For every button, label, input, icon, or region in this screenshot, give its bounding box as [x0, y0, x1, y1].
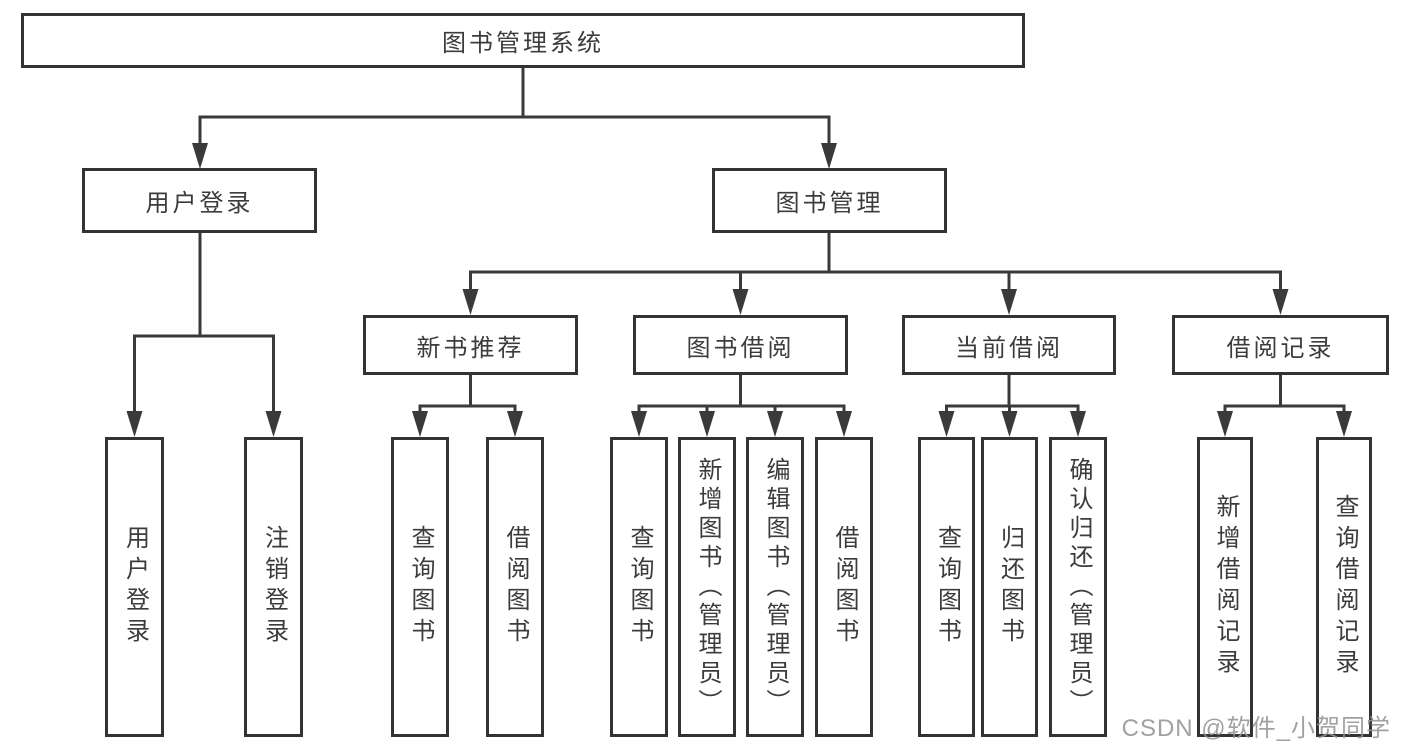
leaf-add-borrow-record: 新增借阅记录: [1197, 437, 1253, 737]
leaf-query-borrow-record-label: 查询借阅记录: [1331, 494, 1358, 680]
leaf-user-login: 用户登录: [105, 437, 164, 737]
node-user-login: 用户登录: [82, 168, 317, 233]
leaf-return-book: 归还图书: [981, 437, 1038, 737]
node-book-management-label: 图书管理: [775, 190, 884, 217]
node-current-borrow: 当前借阅: [902, 315, 1116, 375]
leaf-return-book-label: 归还图书: [996, 525, 1024, 649]
node-current-borrow-label: 当前借阅: [955, 334, 1063, 362]
leaf-confirm-return-admin-label: 确认归还（管理员）: [1065, 456, 1092, 718]
leaf-borrow-books-borrow-label: 借阅图书: [831, 525, 858, 649]
node-root-label: 图书管理系统: [442, 30, 604, 57]
leaf-query-books-current-label: 查询图书: [933, 525, 961, 649]
leaf-query-borrow-record: 查询借阅记录: [1316, 437, 1372, 737]
leaf-add-borrow-record-label: 新增借阅记录: [1212, 494, 1239, 680]
watermark: CSDN @软件_小贺同学: [1121, 715, 1391, 742]
leaf-query-books-recommend-label: 查询图书: [407, 525, 434, 649]
node-root: 图书管理系统: [21, 13, 1025, 68]
node-borrow-records-label: 借阅记录: [1226, 334, 1335, 362]
leaf-query-books-current: 查询图书: [918, 437, 975, 737]
leaf-query-books-borrow-label: 查询图书: [626, 525, 653, 649]
node-book-management: 图书管理: [712, 168, 947, 233]
leaf-logout-label: 注销登录: [260, 525, 288, 649]
node-new-book-recommend: 新书推荐: [363, 315, 578, 375]
leaf-logout: 注销登录: [244, 437, 303, 737]
leaf-query-books-recommend: 查询图书: [391, 437, 449, 737]
node-book-borrow-label: 图书借阅: [686, 334, 795, 362]
leaf-add-book-admin-label: 新增图书（管理员）: [694, 456, 721, 718]
node-new-book-recommend-label: 新书推荐: [416, 334, 525, 362]
leaf-user-login-label: 用户登录: [121, 525, 149, 649]
leaf-confirm-return-admin: 确认归还（管理员）: [1049, 437, 1107, 737]
leaf-edit-book-admin: 编辑图书（管理员）: [746, 437, 804, 737]
leaf-add-book-admin: 新增图书（管理员）: [678, 437, 736, 737]
leaf-borrow-books-recommend: 借阅图书: [486, 437, 544, 737]
leaf-edit-book-admin-label: 编辑图书（管理员）: [762, 456, 789, 718]
leaf-query-books-borrow: 查询图书: [610, 437, 668, 737]
node-user-login-label: 用户登录: [145, 190, 254, 217]
leaf-borrow-books-recommend-label: 借阅图书: [502, 525, 529, 649]
node-borrow-records: 借阅记录: [1172, 315, 1389, 375]
node-book-borrow: 图书借阅: [633, 315, 848, 375]
leaf-borrow-books-borrow: 借阅图书: [815, 437, 873, 737]
